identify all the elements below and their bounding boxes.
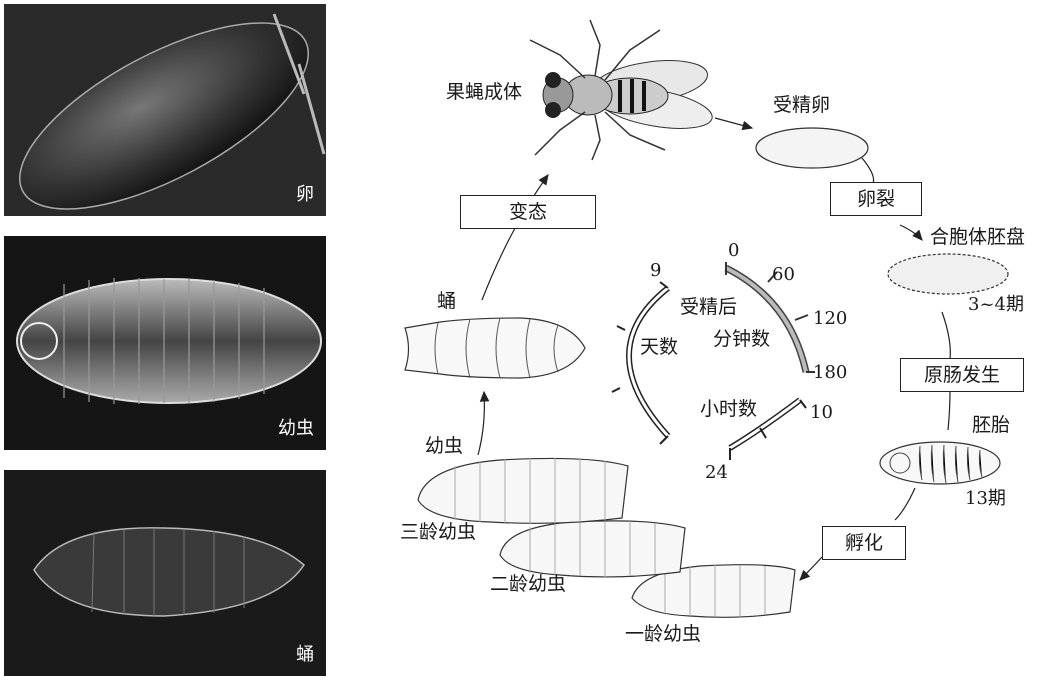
hatching-box: 孵化 (822, 526, 906, 560)
fertilized-egg-label: 受精卵 (773, 96, 830, 115)
tick-day-9: 9 (650, 262, 661, 280)
stage-13-label: 13期 (965, 490, 1006, 508)
tick-hour-10: 10 (810, 404, 833, 422)
metamorphosis-box: 变态 (460, 195, 596, 229)
stage-3-4-label: 3~4期 (968, 296, 1024, 314)
tick-hour-24: 24 (705, 464, 728, 482)
second-instar-shape (500, 520, 685, 577)
cleavage-box: 卵裂 (830, 182, 922, 216)
first-instar-label: 一龄幼虫 (625, 625, 701, 644)
fertilized-egg-shape (756, 128, 868, 168)
tick-min-0: 0 (728, 242, 739, 260)
adult-fly-label: 果蝇成体 (446, 83, 522, 102)
pupa-label-diagram: 蛹 (437, 292, 456, 311)
minutes-label: 分钟数 (713, 330, 770, 349)
tick-min-120: 120 (813, 310, 847, 328)
third-instar-shape (418, 458, 628, 524)
second-instar-label: 二龄幼虫 (490, 575, 566, 594)
third-instar-label: 三龄幼虫 (400, 523, 476, 542)
after-fertilization-label: 受精后 (680, 298, 737, 317)
embryo-shape (880, 442, 1000, 484)
blastoderm-shape (888, 254, 1008, 294)
tick-min-60: 60 (772, 266, 795, 284)
pupa-shape (405, 318, 585, 378)
larva-label-diagram: 幼虫 (425, 437, 463, 456)
gastrulation-box: 原肠发生 (900, 358, 1024, 392)
timeline-dial (612, 262, 815, 460)
hours-label: 小时数 (700, 400, 757, 419)
days-label: 天数 (640, 338, 678, 357)
tick-min-180: 180 (813, 364, 847, 382)
embryo-label: 胚胎 (972, 416, 1010, 435)
adult-fly (530, 20, 715, 160)
blastoderm-label: 合胞体胚盘 (930, 228, 1025, 247)
